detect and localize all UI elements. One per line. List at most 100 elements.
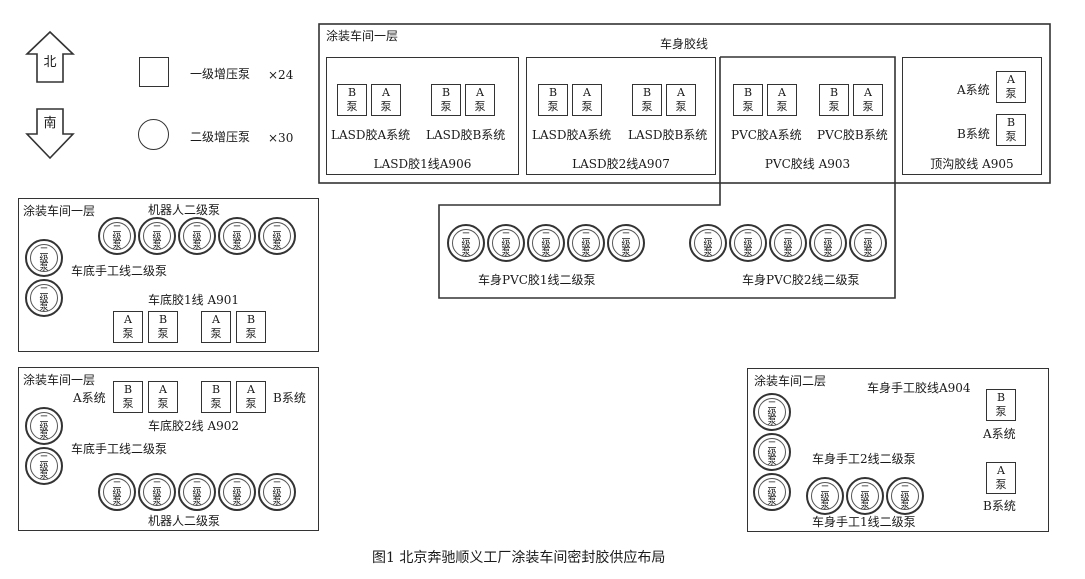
pump-circle: 二级泵 [98,217,136,255]
south-label: 南 [43,116,57,131]
legend-square-label: 一级增压泵 [190,67,251,81]
pump-circle: 二级泵 [849,224,887,262]
pump-circle: 二级泵 [218,473,256,511]
a904-a-system: A系统 [983,427,1016,441]
pump-circle: 二级泵 [753,433,791,471]
a907-b-system: LASD胶B系统 [628,128,708,142]
a906-b-system: LASD胶B系统 [426,128,506,142]
pump-circle: 二级泵 [806,477,844,515]
a901-box [18,198,319,352]
legend-circle-count: ×30 [268,131,294,145]
north-label: 北 [43,55,57,70]
a905-b-system: B系统 [957,127,990,141]
a904-b-system: B系统 [983,499,1016,513]
north-arrow-icon [25,30,75,83]
pump-circle: 二级泵 [846,477,884,515]
pvc2-label: 车身PVC胶2线二级泵 [742,273,860,287]
a905-a-system: A系统 [957,83,990,97]
square-legend-icon [139,57,169,87]
a907-label: LASD胶2线A907 [572,157,670,171]
south-arrow-icon [25,108,75,160]
pvc1-label: 车身PVC胶1线二级泵 [478,273,596,287]
a902-line-label: 车底胶2线 A902 [148,419,240,433]
a906-label: LASD胶1线A906 [373,157,472,171]
pump-circle: 二级泵 [809,224,847,262]
a904-manual1-label: 车身手工1线二级泵 [812,515,916,529]
a906-box [326,57,519,175]
a904-line-label: 车身手工胶线A904 [867,381,971,395]
a901-floor-label: 涂装车间一层 [23,204,96,218]
a907-a-system: LASD胶A系统 [532,128,612,142]
pump-circle: 二级泵 [769,224,807,262]
pump-circle: 二级泵 [567,224,605,262]
pump-circle: 二级泵 [447,224,485,262]
a904-box [747,368,1049,532]
pump-circle: 二级泵 [753,473,791,511]
legend-circle-label: 二级增压泵 [190,130,251,144]
pump-circle: 二级泵 [258,473,296,511]
pump-circle: 二级泵 [729,224,767,262]
a901-robot-label: 机器人二级泵 [148,203,221,217]
a903-a-system: PVC胶A系统 [731,128,802,142]
pump-circle: 二级泵 [138,473,176,511]
a903-b-system: PVC胶B系统 [817,128,888,142]
pump-circle: 二级泵 [607,224,645,262]
a906-a-system: LASD胶A系统 [331,128,411,142]
pump-circle: 二级泵 [527,224,565,262]
circle-legend-icon [138,119,169,150]
pump-circle: 二级泵 [753,393,791,431]
pump-circle: 二级泵 [689,224,727,262]
a903-label: PVC胶线 A903 [764,157,851,171]
a902-floor-label: 涂装车间一层 [23,373,96,387]
a905-box [902,57,1042,175]
a902-box [18,367,319,531]
a901-manual-label: 车底手工线二级泵 [71,264,168,278]
a902-manual-label: 车底手工线二级泵 [71,442,168,456]
figure-caption: 图1 北京奔驰顺义工厂涂装车间密封胶供应布局 [372,550,666,566]
a904-manual2-label: 车身手工2线二级泵 [812,452,916,466]
pump-circle: 二级泵 [25,239,63,277]
a902-robot-label: 机器人二级泵 [148,514,221,528]
a904-floor-label: 涂装车间二层 [754,374,827,388]
a907-box [526,57,716,175]
pump-circle: 二级泵 [138,217,176,255]
pump-circle: 二级泵 [25,447,63,485]
pump-circle: 二级泵 [886,477,924,515]
pump-circle: 二级泵 [178,473,216,511]
top-title: 车身胶线 [660,37,709,51]
pump-circle: 二级泵 [25,279,63,317]
pump-circle: 二级泵 [487,224,525,262]
pump-circle: 二级泵 [178,217,216,255]
pump-circle: 二级泵 [98,473,136,511]
top-floor-label: 涂装车间一层 [326,29,399,43]
pump-circle: 二级泵 [218,217,256,255]
a902-b-system: B系统 [273,391,306,405]
pump-circle: 二级泵 [258,217,296,255]
a905-label: 顶沟胶线 A905 [930,157,1014,171]
legend-square-count: ×24 [268,68,294,82]
